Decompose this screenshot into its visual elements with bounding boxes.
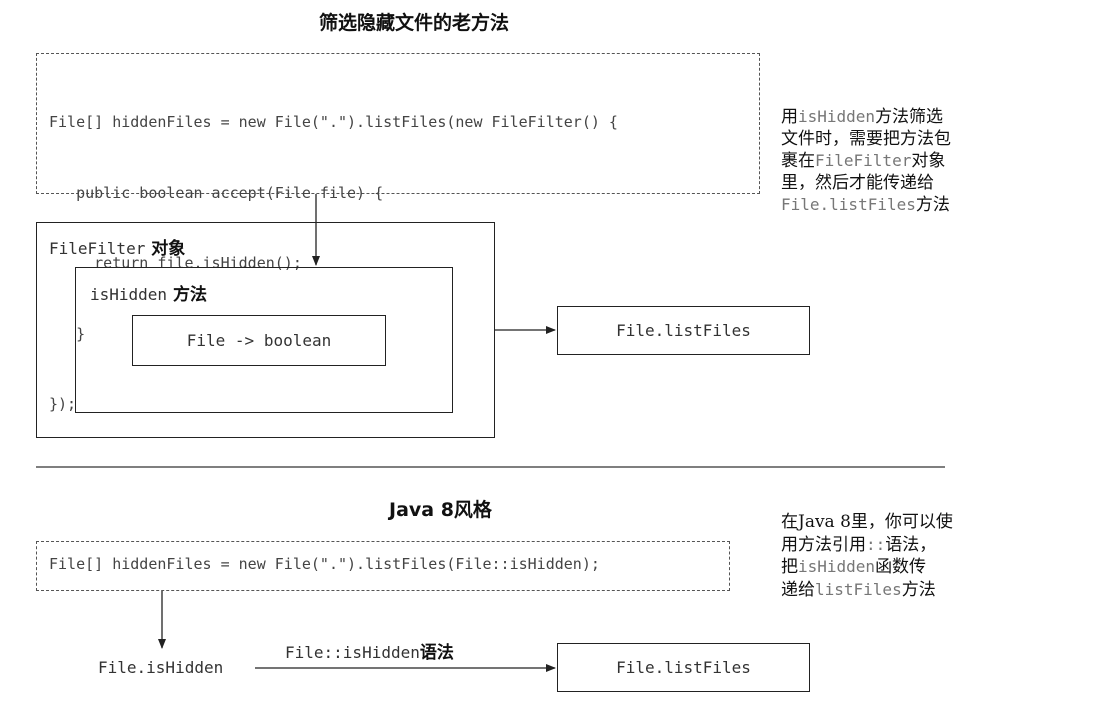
note-line: 用isHidden方法筛选 bbox=[781, 107, 944, 127]
ishidden-source-label: File.isHidden bbox=[98, 658, 224, 677]
note-line: 递给listFiles方法 bbox=[781, 579, 936, 600]
listfiles-box-top: File.listFiles bbox=[557, 306, 810, 355]
note-line: 文件时，需要把方法包 bbox=[781, 128, 951, 149]
code-line: File[] hiddenFiles = new File(".").listF… bbox=[49, 113, 618, 131]
function-signature-box: File -> boolean bbox=[132, 315, 386, 366]
java8-code-box: File[] hiddenFiles = new File(".").listF… bbox=[36, 541, 730, 591]
note-line: 在Java 8里，你可以使 bbox=[781, 512, 953, 532]
ishidden-method-box: isHidden 方法 File -> boolean bbox=[75, 267, 453, 413]
top-title: 筛选隐藏文件的老方法 bbox=[319, 12, 510, 34]
filefilter-object-label: FileFilter 对象 bbox=[49, 239, 186, 259]
note-line: 把isHidden函数传 bbox=[781, 557, 927, 577]
code-line: } bbox=[49, 324, 86, 343]
java8-note: 在Java 8里，你可以使 用方法引用::语法， 把isHidden函数传 递给… bbox=[781, 512, 953, 601]
note-line: 用方法引用::语法， bbox=[781, 534, 937, 555]
old-approach-note: 用isHidden方法筛选 文件时，需要把方法包 裹在FileFilter对象 … bbox=[781, 106, 951, 217]
ishidden-method-label: isHidden 方法 bbox=[90, 285, 207, 305]
method-reference-arrow-label: File::isHidden语法 bbox=[285, 643, 454, 663]
listfiles-box-bottom: File.listFiles bbox=[557, 643, 810, 692]
java8-code-line: File[] hiddenFiles = new File(".").listF… bbox=[49, 555, 600, 573]
code-line: }); bbox=[49, 395, 77, 413]
code-line: public boolean accept(File file) { bbox=[49, 183, 384, 202]
bottom-title: Java 8风格 bbox=[389, 499, 492, 521]
note-line: 里，然后才能传递给 bbox=[781, 172, 934, 193]
note-line: File.listFiles方法 bbox=[781, 195, 950, 215]
code-block: File[] hiddenFiles = new File(".").listF… bbox=[49, 64, 618, 464]
note-line: 裹在FileFilter对象 bbox=[781, 151, 946, 171]
filefilter-object-box: FileFilter 对象 isHidden 方法 File -> boolea… bbox=[36, 222, 495, 438]
old-code-box: File[] hiddenFiles = new File(".").listF… bbox=[36, 53, 760, 413]
